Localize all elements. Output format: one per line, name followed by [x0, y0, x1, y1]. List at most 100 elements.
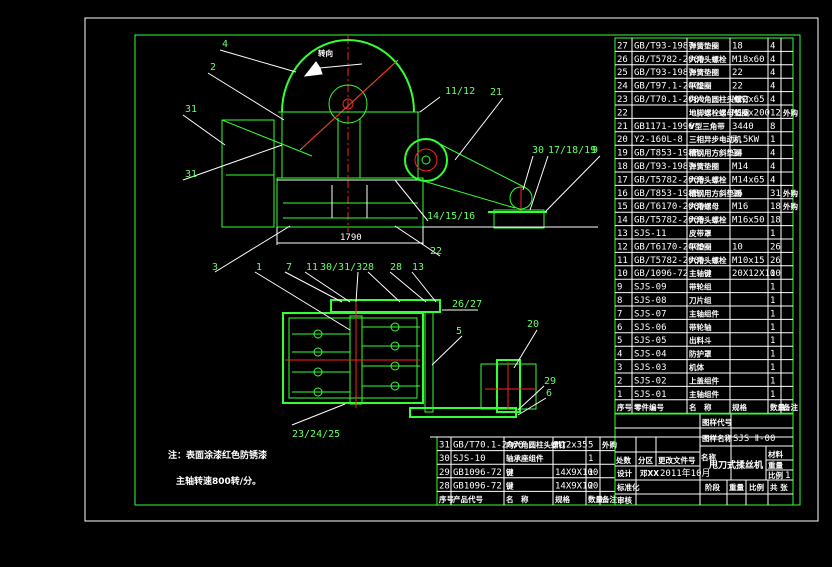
part-label: 8 — [368, 262, 374, 273]
bom-cell-number: 19 — [617, 149, 628, 159]
leader-line — [254, 271, 351, 331]
bom-cell-number: 10 — [617, 269, 628, 279]
review-label: 审核 — [617, 495, 632, 505]
bom-cell-qty: 4 — [770, 55, 775, 65]
leader-line — [304, 271, 351, 303]
base-frame — [276, 177, 424, 228]
bom-cell-spec: M16x200 — [732, 108, 770, 118]
top-drive-bar — [330, 299, 441, 313]
part-label: 9 — [592, 145, 598, 156]
bom-cell-spec: M16 — [732, 202, 748, 212]
bom-cell-code: SJS-06 — [634, 323, 667, 333]
bom-cell-spec: 7.5KW — [732, 135, 760, 145]
bom-cell-spec: M12x35 — [555, 441, 588, 451]
leader-line — [355, 271, 359, 303]
bom-cell-code: GB1096-72 — [453, 468, 502, 478]
bom-cell-remark: 外购 — [783, 107, 798, 117]
bom-cell-code: SJS-04 — [634, 350, 667, 360]
bom-cell-number: 8 — [617, 296, 622, 306]
leader-line — [522, 155, 534, 191]
bom-header-number: 序号 — [439, 494, 454, 504]
bom-cell-spec: M14 — [732, 162, 748, 172]
bom-cell-name: 六角头螺栓 — [689, 255, 727, 265]
part-label: 21 — [490, 87, 502, 98]
bom-cell-code: SJS-11 — [634, 229, 667, 239]
name-label: 名称 — [701, 452, 716, 462]
bom-cell-qty: 5 — [588, 441, 593, 451]
sheets-total: 共 张 — [770, 482, 788, 492]
bom-cell-qty: 18 — [770, 202, 781, 212]
bom-cell-qty: 1 — [770, 309, 775, 319]
leader-line — [182, 144, 283, 181]
bom-cell-code: GB/T6170-2000 — [634, 202, 704, 212]
bom-cell-qty: 31 — [770, 189, 781, 199]
bom-cell-code: GB/T853-1988 — [634, 189, 699, 199]
bom-cell-code: GB/1096-72 — [634, 269, 688, 279]
bom-cell-code: GB1171-1996 — [634, 122, 694, 132]
part-label: 31 — [185, 104, 197, 115]
part-label: 23/24/25 — [292, 429, 340, 440]
drawing-title: 甩刀式揉丝机 — [708, 459, 763, 471]
bom-cell-name: 出料斗 — [689, 335, 712, 345]
change-col: 处数 — [615, 455, 631, 465]
leader-line — [284, 271, 343, 303]
bom-header-remark: 备注 — [601, 494, 617, 504]
bom-cell-number: 18 — [617, 162, 628, 172]
leader-line — [394, 225, 441, 257]
bom-cell-qty: 4 — [770, 41, 775, 51]
bom-cell-number: 7 — [617, 309, 622, 319]
part-label: 7 — [286, 262, 292, 273]
bom-cell-qty: 1 — [770, 350, 775, 360]
bom-cell-code: GB/T853-1988 — [634, 149, 699, 159]
bom-header-name: 名 称 — [689, 402, 712, 412]
bom-cell-qty: 12 — [770, 108, 781, 118]
bom-cell-number: 23 — [617, 95, 628, 105]
bom-cell-spec: M16x50 — [732, 216, 765, 226]
leader-line — [207, 72, 285, 121]
bom-cell-name: 主轴组件 — [689, 389, 719, 399]
bom-cell-name: 地脚螺栓螺母垫圈 — [689, 107, 749, 117]
bom-cell-name: 带轮轴 — [689, 322, 712, 332]
bom-cell-spec: 16 — [732, 189, 743, 199]
bom-cell-code: GB/T5782-2000 — [634, 256, 704, 266]
leader-line — [517, 397, 547, 416]
bom-cell-qty: 1 — [770, 269, 775, 279]
bom-cell-number: 6 — [617, 323, 622, 333]
part-label: 22 — [430, 246, 442, 257]
part-label: 1 — [256, 262, 262, 273]
drawing-no-label: 图样代号 — [702, 417, 732, 427]
bom-cell-number: 21 — [617, 122, 628, 132]
bom-cell-name: 六角螺母 — [689, 201, 719, 211]
part-label: 11 — [306, 262, 318, 273]
bom-cell-qty: 2 — [588, 481, 593, 491]
bom-cell-number: 9 — [617, 283, 622, 293]
bom-cell-code: GB/T6170-2000 — [634, 242, 704, 252]
bom-header-code: 产品代号 — [453, 494, 483, 504]
scale-label: 比例 — [768, 470, 783, 480]
bom-cell-spec: 22 — [732, 68, 743, 78]
bom-cell-code: SJS-07 — [634, 309, 667, 319]
bom-cell-name: 主轴键 — [689, 268, 712, 278]
blade-rows — [292, 322, 420, 397]
bom-header-remark: 备注 — [782, 402, 798, 412]
bom-cell-name: 刀片组 — [689, 295, 712, 305]
weight-label: 重量 — [768, 460, 783, 470]
bom-cell-name: 上盖组件 — [689, 375, 719, 385]
part-label: 13 — [412, 262, 424, 273]
bom-cell-spec: M14x65 — [732, 175, 765, 185]
bom-cell-code: GB/T5782-2000 — [634, 55, 704, 65]
bom-cell-number: 26 — [617, 55, 628, 65]
bom-cell-name: 皮带罩 — [688, 228, 712, 238]
leader-line — [454, 97, 504, 161]
leader-line — [411, 271, 437, 303]
bom-cell-name: V型三角带 — [689, 121, 725, 131]
leader-line — [544, 155, 601, 213]
bom-cell-name: 六角头螺栓 — [689, 54, 727, 64]
bom-cell-spec: M10x15 — [732, 256, 765, 266]
bom-cell-qty: 1 — [770, 296, 775, 306]
motor-base — [493, 209, 545, 229]
bom-cell-code: GB/T97.1-2002 — [634, 82, 704, 92]
leader-line — [419, 96, 441, 113]
change-col: 分区 — [638, 455, 653, 465]
